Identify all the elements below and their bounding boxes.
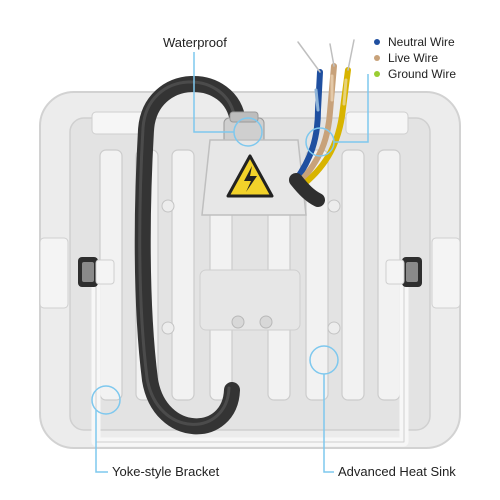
- legend-item-neutral: Neutral Wire: [374, 34, 456, 50]
- fin-bolt: [327, 199, 341, 213]
- legend-item-live: Live Wire: [374, 50, 456, 66]
- screw: [259, 315, 273, 329]
- screw: [231, 315, 245, 329]
- center-plate: [199, 269, 301, 331]
- power-cable: [134, 76, 246, 435]
- legend-label: Ground Wire: [388, 67, 457, 81]
- fin-bolt: [161, 321, 175, 335]
- wire-legend: Neutral Wire Live Wire Ground Wire: [374, 34, 456, 82]
- legend-item-ground: Ground Wire: [374, 66, 456, 82]
- housing-tab-left: [39, 237, 69, 309]
- label-heat-sink: Advanced Heat Sink: [338, 464, 456, 479]
- legend-dot: [374, 55, 380, 61]
- callout-heat-sink: [309, 345, 339, 473]
- bracket-knob-left: [78, 257, 115, 287]
- callout-bracket: [91, 385, 121, 473]
- legend-label: Neutral Wire: [388, 35, 455, 49]
- bracket-knob-right: [385, 257, 422, 287]
- fin-bolt: [327, 321, 341, 335]
- callout-wires: [305, 74, 369, 157]
- housing-tab-right: [431, 237, 461, 309]
- housing-tab-top-right: [345, 111, 409, 135]
- warning-icon: [226, 154, 274, 198]
- legend-dot: [374, 71, 380, 77]
- fin-bolt: [161, 199, 175, 213]
- callout-waterproof: [193, 52, 263, 147]
- label-waterproof: Waterproof: [163, 35, 227, 50]
- legend-dot: [374, 39, 380, 45]
- label-bracket: Yoke-style Bracket: [112, 464, 220, 479]
- legend-label: Live Wire: [388, 51, 439, 65]
